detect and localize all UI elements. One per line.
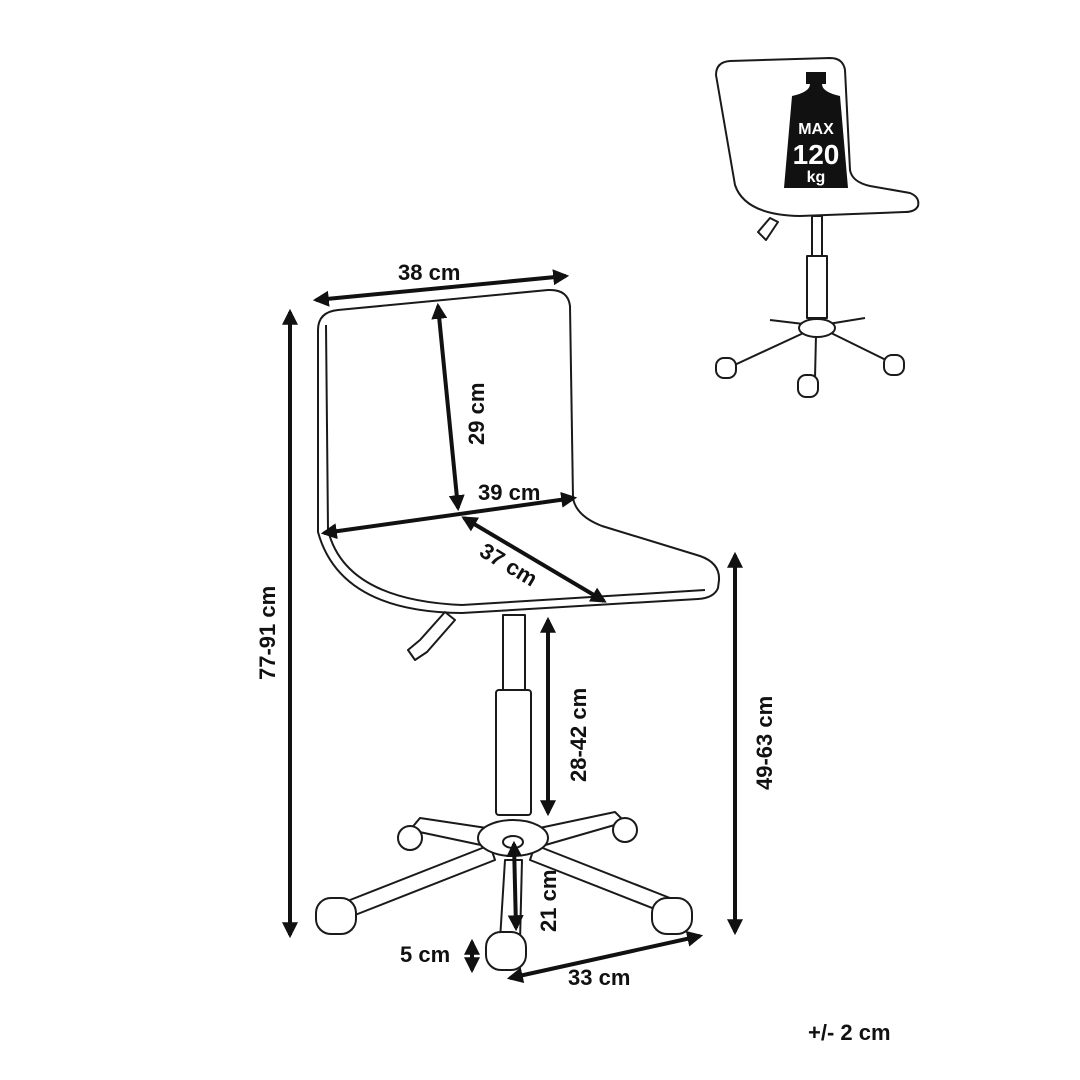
tolerance-note: +/- 2 cm bbox=[808, 1020, 891, 1045]
weight-icon: MAX 120 kg bbox=[784, 72, 848, 188]
main-chair-drawing bbox=[315, 288, 721, 971]
label-caster-height: 5 cm bbox=[400, 942, 450, 967]
dimension-labels: 38 cm 29 cm 39 cm 37 cm 77-91 cm 49-63 c… bbox=[255, 260, 891, 1045]
max-load-label: MAX bbox=[798, 121, 834, 138]
label-base-radius: 21 cm bbox=[536, 870, 561, 932]
label-leg-spacing: 33 cm bbox=[568, 965, 630, 990]
small-chair-drawing: MAX 120 kg bbox=[715, 57, 920, 398]
label-seat-height: 49-63 cm bbox=[752, 696, 777, 790]
dimension-lines bbox=[282, 269, 743, 984]
label-backrest-width: 38 cm bbox=[398, 260, 460, 285]
gas-cylinder-body bbox=[495, 689, 532, 816]
label-base-to-seat: 28-42 cm bbox=[566, 688, 591, 782]
height-lever bbox=[407, 611, 456, 661]
gas-cylinder-top bbox=[502, 614, 526, 691]
max-load-value: 120 bbox=[793, 139, 840, 170]
label-total-height: 77-91 cm bbox=[255, 586, 280, 680]
label-backrest-height: 29 cm bbox=[464, 383, 489, 445]
max-load-unit: kg bbox=[807, 169, 826, 186]
label-seat-width: 39 cm bbox=[478, 480, 540, 505]
